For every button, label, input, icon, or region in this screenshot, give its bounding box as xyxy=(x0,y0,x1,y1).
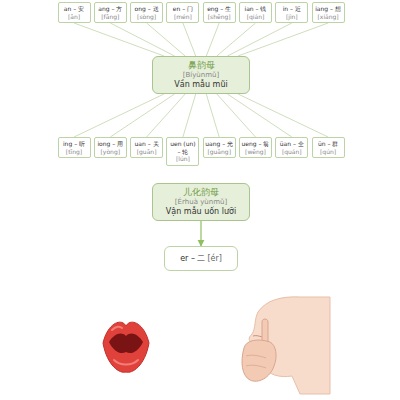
pinyin-label: [guāng] xyxy=(205,148,234,156)
category-box: 儿化韵母[Érhuà yùnmǔ]Vận mẫu uốn lưỡi xyxy=(152,183,250,221)
connector-line xyxy=(183,94,196,137)
connector-line xyxy=(147,23,186,56)
final-box: ang – 方[fāng] xyxy=(94,2,127,23)
pinyin-label: [ān] xyxy=(60,13,89,21)
connector-line xyxy=(147,94,186,137)
pinyin-label: Vận mẫu uốn lưỡi xyxy=(157,207,245,217)
final-box: uan – 关[guān] xyxy=(130,137,163,158)
connector-line xyxy=(217,94,256,137)
category-box: 鼻韵母[Bíyùnmǔ]Vần mẫu mũi xyxy=(152,56,250,94)
final-box: ong – 送[sòng] xyxy=(130,2,163,23)
final-box: ün – 群[qún] xyxy=(312,137,345,158)
final-label: eng – 生 xyxy=(205,5,234,13)
final-label: ang – 方 xyxy=(96,5,125,13)
pinyin-label: [Érhuà yùnmǔ] xyxy=(157,198,245,207)
connector-line xyxy=(238,23,328,56)
final-label: ing – 听 xyxy=(60,140,89,148)
connector-line xyxy=(217,23,256,56)
face-with-finger-figure xyxy=(242,297,330,394)
final-label: ong – 送 xyxy=(132,5,161,13)
connector-line xyxy=(206,94,219,137)
connector-line xyxy=(183,23,196,56)
pinyin-label: [ér] xyxy=(207,254,221,263)
pinyin-label: Vần mẫu mũi xyxy=(157,80,245,90)
rounded-lips-figure xyxy=(103,322,149,372)
final-label: uan – 关 xyxy=(132,140,161,148)
pinyin-label: [tīng] xyxy=(60,148,89,156)
final-box: in – 近[jìn] xyxy=(275,2,308,23)
final-label: iong – 用 xyxy=(96,140,125,148)
final-box: uang – 光[guāng] xyxy=(203,137,236,158)
final-box: iang – 想[xiǎng] xyxy=(312,2,345,23)
pinyin-label: [jìn] xyxy=(277,13,306,21)
final-box: uen (un) – 轮[lún] xyxy=(166,137,199,166)
pinyin-label: [qián] xyxy=(241,13,270,21)
connector-line xyxy=(110,23,174,56)
final-box: er – 二[ér] xyxy=(164,246,238,271)
connector-line xyxy=(74,94,164,137)
final-box: iong – 用[yòng] xyxy=(94,137,127,158)
final-box: en – 门[mén] xyxy=(166,2,199,23)
pinyin-label: [sòng] xyxy=(132,13,161,21)
pinyin-label: [fāng] xyxy=(96,13,125,21)
final-box: üan – 全[quán] xyxy=(275,137,308,158)
pinyin-label: [qún] xyxy=(314,148,343,156)
final-label: ian – 钱 xyxy=(241,5,270,13)
pinyin-label: [Bíyùnmǔ] xyxy=(157,71,245,80)
final-label: 鼻韵母 xyxy=(157,60,245,71)
final-label: 儿化韵母 xyxy=(157,187,245,198)
connector-line xyxy=(74,23,164,56)
final-box: ing – 听[tīng] xyxy=(58,137,91,158)
connector-line xyxy=(206,23,219,56)
final-label: er – 二 xyxy=(180,253,205,264)
final-label: ün – 群 xyxy=(314,140,343,148)
final-label: uen (un) – 轮 xyxy=(168,140,197,155)
pinyin-label: [mén] xyxy=(168,13,197,21)
connector-line xyxy=(238,94,328,137)
final-box: an – 安[ān] xyxy=(58,2,91,23)
pinyin-label: [quán] xyxy=(277,148,306,156)
final-label: in – 近 xyxy=(277,5,306,13)
final-box: ueng – 翁[wēng] xyxy=(239,137,272,158)
final-label: ueng – 翁 xyxy=(241,140,270,148)
connector-line xyxy=(200,221,201,246)
final-label: üan – 全 xyxy=(277,140,306,148)
pinyin-label: [yòng] xyxy=(96,148,125,156)
pinyin-label: [wēng] xyxy=(241,148,270,156)
pinyin-label: [lún] xyxy=(168,155,197,163)
pinyin-label: [shēng] xyxy=(205,13,234,21)
final-box: ian – 钱[qián] xyxy=(239,2,272,23)
final-label: en – 门 xyxy=(168,5,197,13)
final-label: uang – 光 xyxy=(205,140,234,148)
pinyin-label: [guān] xyxy=(132,148,161,156)
final-label: an – 安 xyxy=(60,5,89,13)
connector-line xyxy=(110,94,174,137)
final-label: iang – 想 xyxy=(314,5,343,13)
final-box: eng – 生[shēng] xyxy=(203,2,236,23)
pinyin-label: [xiǎng] xyxy=(314,13,343,21)
